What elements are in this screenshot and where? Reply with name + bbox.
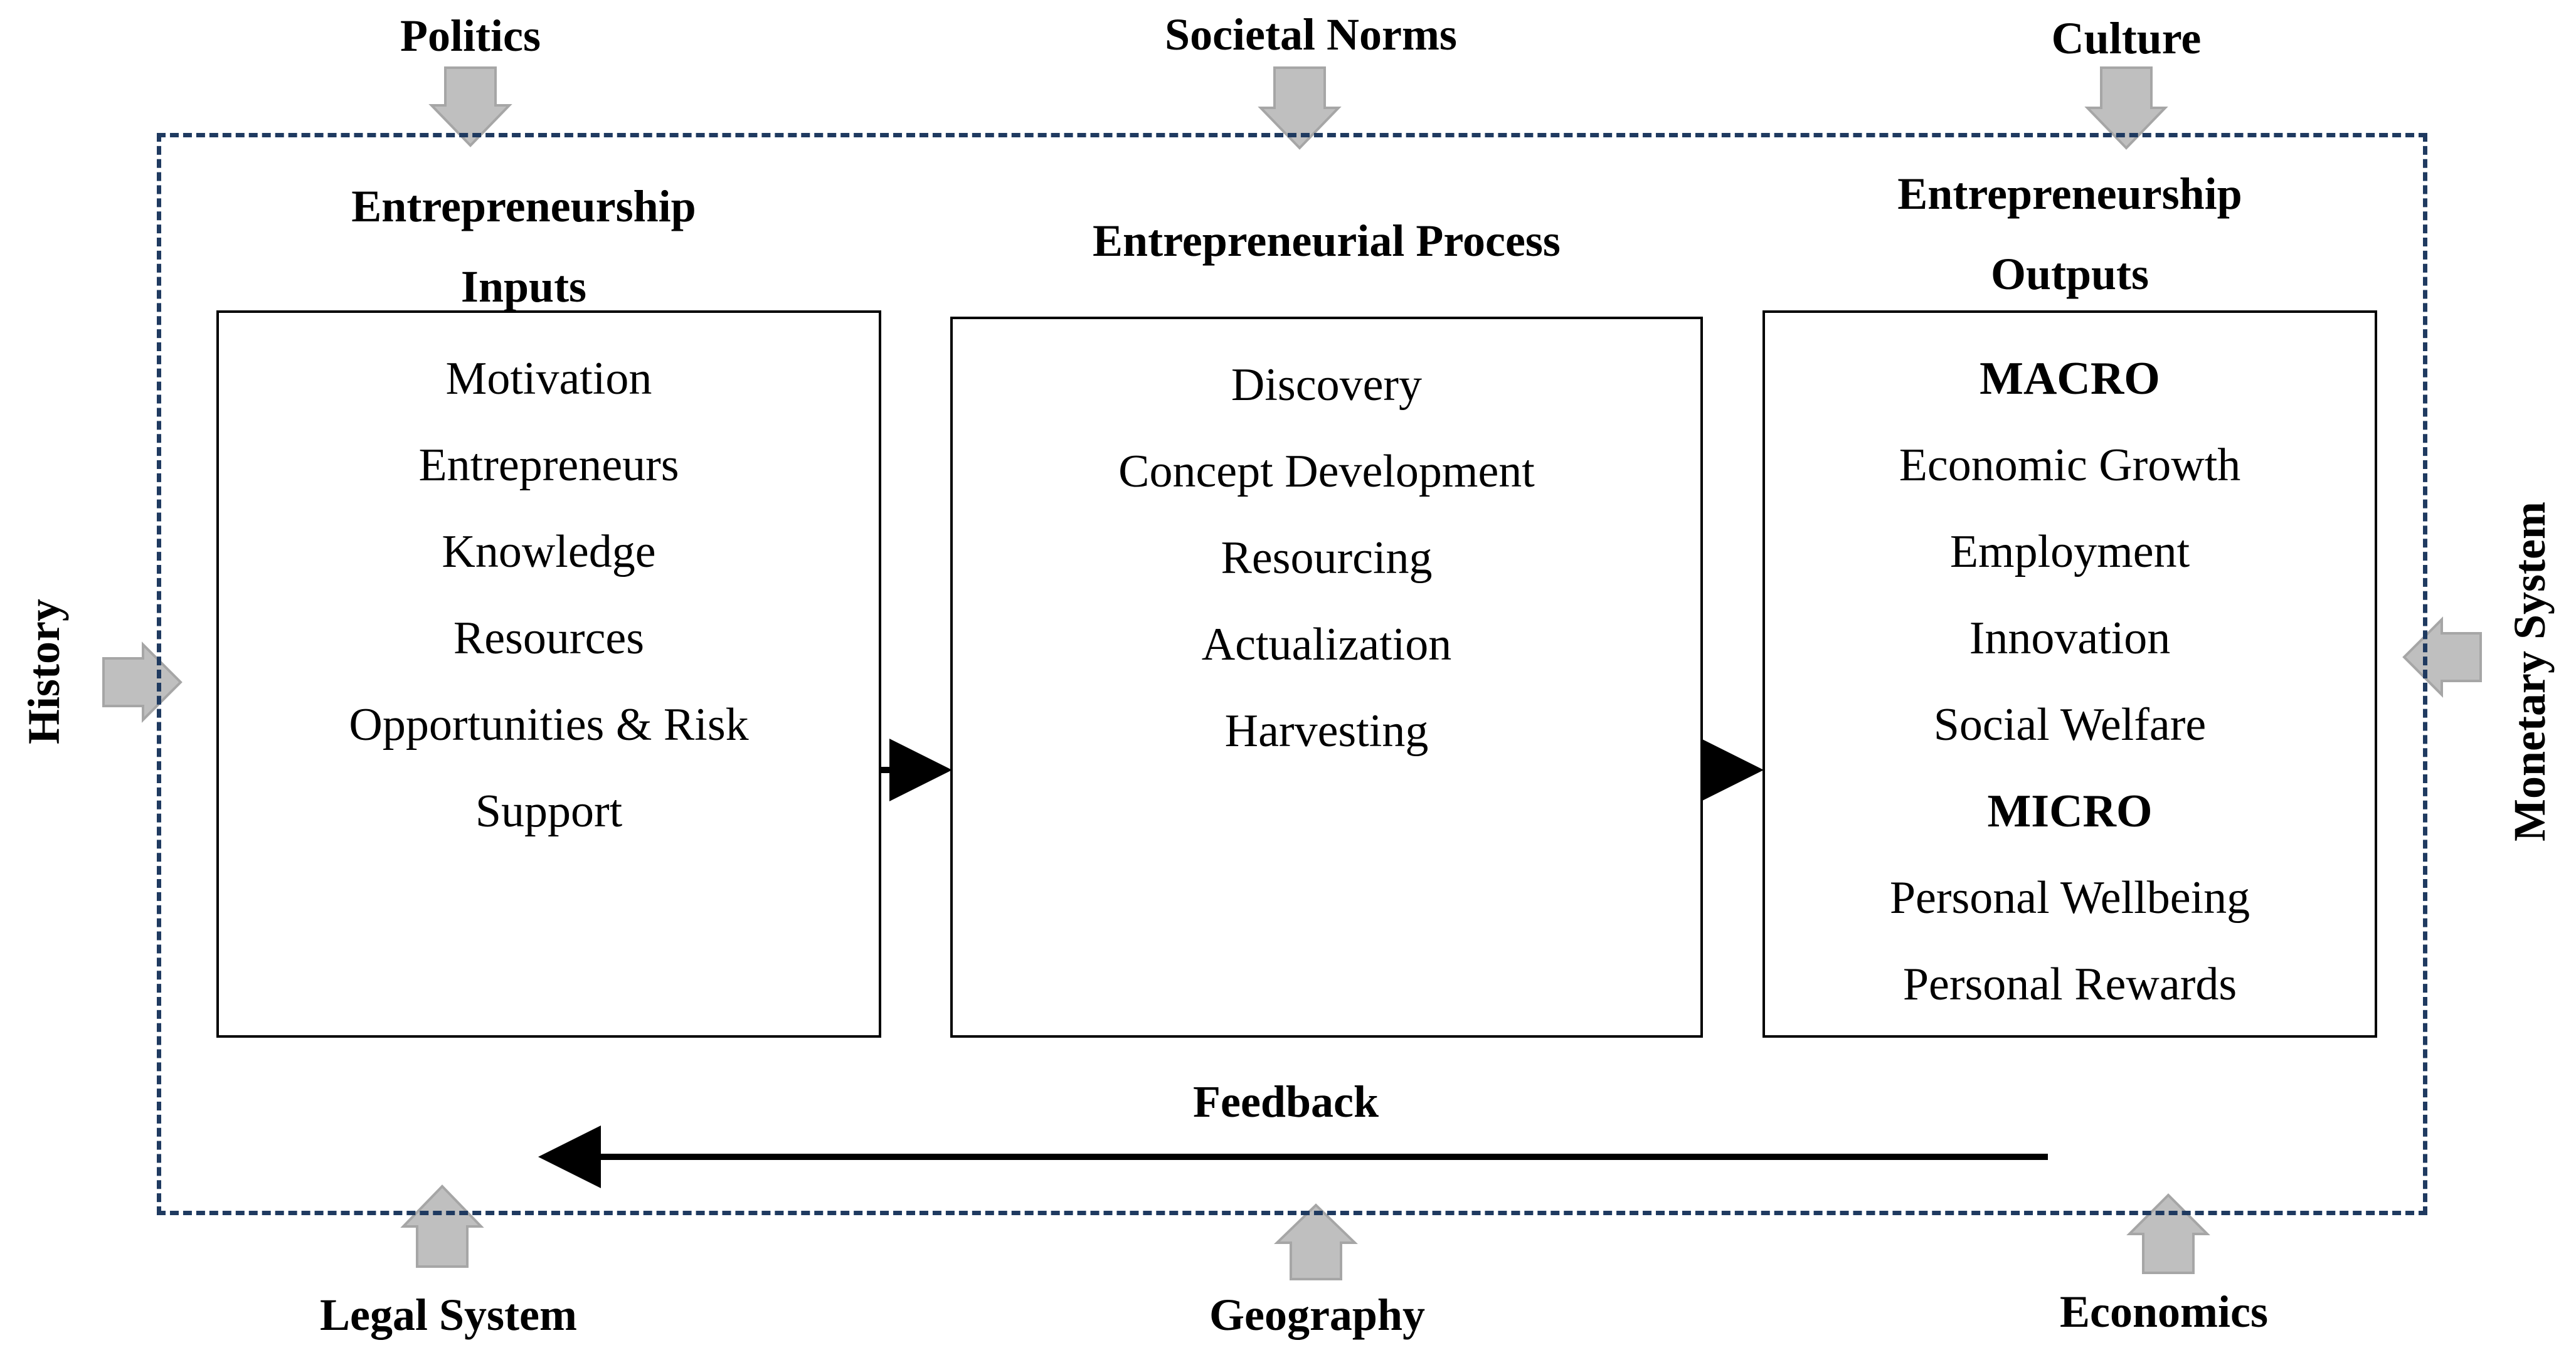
politics-arrow [428, 66, 512, 147]
inputs-item: Motivation [445, 353, 652, 404]
outputs-box: MACRO Economic Growth Employment Innovat… [1762, 310, 2377, 1038]
geography-label: Geography [1209, 1290, 1425, 1340]
monetary-system-label: Monetary System [2504, 502, 2555, 841]
culture-arrow [2084, 66, 2168, 150]
culture-label: Culture [2051, 13, 2202, 63]
history-label: History [19, 599, 69, 744]
outputs-heading-line1: Entrepreneurship [1897, 169, 2242, 219]
macro-label: MACRO [1980, 353, 2160, 404]
inputs-item: Entrepreneurs [418, 440, 679, 491]
process-item: Concept Development [1118, 446, 1535, 497]
micro-label: MICRO [1987, 786, 2153, 837]
societal-norms-arrow [1258, 66, 1342, 150]
process-item: Discovery [1231, 359, 1423, 411]
macro-item: Employment [1949, 526, 2190, 577]
micro-item: Personal Wellbeing [1889, 872, 2250, 924]
societal-norms-label: Societal Norms [1165, 9, 1457, 60]
economics-label: Economics [2060, 1287, 2268, 1337]
macro-item: Social Welfare [1933, 699, 2207, 751]
inputs-heading-line1: Entrepreneurship [351, 181, 696, 231]
process-item: Harvesting [1224, 705, 1429, 757]
micro-item: Personal Rewards [1902, 959, 2237, 1010]
politics-label: Politics [400, 11, 541, 61]
process-item: Actualization [1201, 619, 1452, 670]
inputs-heading: Entrepreneurship Inputs [298, 166, 750, 327]
environment-frame [157, 133, 2427, 1215]
inputs-item: Resources [453, 613, 645, 664]
inputs-heading-line2: Inputs [460, 261, 587, 312]
legal-system-arrow [400, 1184, 484, 1268]
inputs-box: Motivation Entrepreneurs Knowledge Resou… [216, 310, 881, 1038]
process-heading: Entrepreneurial Process [1093, 216, 1561, 266]
macro-item: Economic Growth [1899, 440, 2241, 491]
inputs-item: Opportunities & Risk [349, 699, 749, 751]
inputs-item: Support [475, 786, 623, 837]
feedback-label: Feedback [1193, 1077, 1379, 1127]
process-box: Discovery Concept Development Resourcing… [950, 317, 1703, 1038]
inputs-item: Knowledge [442, 526, 656, 577]
outputs-heading: Entrepreneurship Outputs [1838, 154, 2302, 314]
geography-arrow [1274, 1203, 1358, 1280]
macro-item: Innovation [1969, 613, 2171, 664]
outputs-heading-line2: Outputs [1990, 249, 2149, 299]
legal-system-label: Legal System [320, 1290, 577, 1340]
process-item: Resourcing [1221, 532, 1433, 584]
history-arrow [102, 641, 183, 723]
